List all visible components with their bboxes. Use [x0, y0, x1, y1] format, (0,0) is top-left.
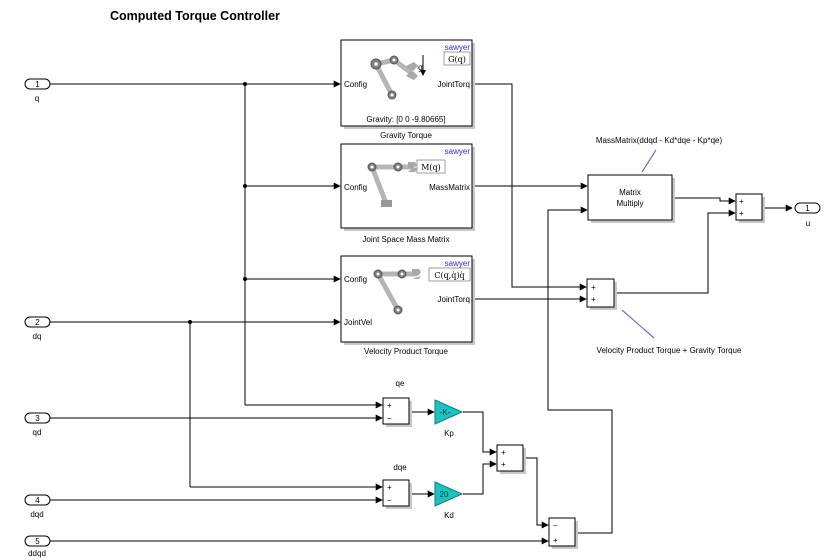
- port-jointtorq: JointTorq: [438, 80, 470, 89]
- svg-text:4: 4: [35, 496, 40, 505]
- svg-text:−: −: [553, 521, 558, 530]
- sum-dqe[interactable]: + − dqe: [382, 463, 412, 509]
- port-config: Config: [344, 275, 367, 284]
- sum-output[interactable]: + +: [735, 193, 765, 223]
- inport-dqd[interactable]: 4 dqd: [24, 494, 51, 519]
- gain-label: Kp: [444, 429, 454, 438]
- mass-matrix-block[interactable]: sawyer M(q) Config MassMatrix Joint Spac…: [340, 143, 475, 244]
- brand-label: sawyer: [445, 259, 471, 268]
- port-massmatrix: MassMatrix: [429, 183, 470, 192]
- svg-text:+: +: [387, 401, 392, 410]
- svg-text:Matrix: Matrix: [619, 188, 641, 197]
- svg-text:+: +: [591, 295, 596, 304]
- svg-text:Velocity Product Torque + Grav: Velocity Product Torque + Gravity Torque: [597, 346, 742, 355]
- velocity-product-block[interactable]: sawyer C(q,q̇)q̇ Config JointVel JointTo…: [340, 255, 475, 356]
- gravity-torque-block[interactable]: sawyer G(q) g Config JointTorq Gravity: …: [340, 39, 475, 140]
- signal-lines: [50, 80, 793, 545]
- svg-text:−: −: [387, 414, 392, 423]
- matrix-multiply-block[interactable]: Matrix Multiply: [587, 174, 675, 223]
- inport-label: q: [35, 94, 39, 103]
- sum-acceleration[interactable]: − +: [548, 517, 578, 549]
- robot-arm-icon: [373, 269, 421, 315]
- port-config: Config: [344, 183, 367, 192]
- svg-text:2: 2: [35, 318, 40, 327]
- svg-text:1: 1: [805, 204, 810, 213]
- gain-label: Kd: [444, 511, 454, 520]
- gain-kd[interactable]: 20 Kd: [434, 481, 464, 520]
- inport-label: qd: [33, 428, 42, 437]
- diagram-title: Computed Torque Controller: [110, 9, 280, 23]
- svg-text:+: +: [501, 460, 506, 469]
- inport-qd[interactable]: 3 qd: [24, 412, 51, 437]
- svg-text:MassMatrix(ddqd - Kd*dqe - Kp: MassMatrix(ddqd - Kd*dqe - Kp*qe): [596, 136, 723, 145]
- svg-text:+: +: [739, 197, 744, 206]
- svg-text:−: −: [387, 496, 392, 505]
- annotation-velocity-gravity: Velocity Product Torque + Gravity Torque: [597, 309, 742, 355]
- block-symbol: C(q,q̇)q̇: [434, 271, 464, 280]
- svg-text:+: +: [739, 209, 744, 218]
- svg-text:Multiply: Multiply: [616, 199, 643, 208]
- inport-dq[interactable]: 2 dq: [24, 316, 51, 341]
- block-caption: Velocity Product Torque: [364, 347, 448, 356]
- signal-label-dqe: dqe: [393, 463, 407, 472]
- robot-arm-icon: [370, 55, 418, 100]
- block-symbol: M(q): [421, 163, 441, 172]
- port-jointtorq: JointTorq: [438, 295, 470, 304]
- inport-label: dq: [33, 332, 42, 341]
- robot-arm-icon: [367, 162, 417, 207]
- svg-text:3: 3: [35, 414, 40, 423]
- svg-text:1: 1: [35, 80, 40, 89]
- svg-text:+: +: [553, 536, 558, 545]
- brand-label: sawyer: [445, 43, 471, 52]
- outport-label: u: [806, 219, 810, 228]
- gain-kp[interactable]: -K- Kp: [434, 399, 464, 438]
- block-caption: Joint Space Mass Matrix: [362, 235, 449, 244]
- signal-label-qe: qe: [396, 379, 405, 388]
- inport-q[interactable]: 1 q: [24, 78, 51, 103]
- svg-text:+: +: [501, 448, 506, 457]
- gain-value: 20: [440, 490, 449, 499]
- outport-u[interactable]: 1 u: [794, 202, 821, 228]
- svg-text:+: +: [591, 283, 596, 292]
- sum-gains[interactable]: + +: [496, 444, 526, 474]
- svg-text:+: +: [387, 483, 392, 492]
- gravity-g-label: g: [418, 63, 423, 72]
- brand-label: sawyer: [445, 147, 471, 156]
- svg-text:5: 5: [35, 537, 40, 546]
- block-symbol: G(q): [448, 55, 466, 64]
- block-parameter: Gravity: [0 0 -9.80665]: [366, 115, 445, 124]
- port-jointvel: JointVel: [344, 318, 372, 327]
- gain-value: -K-: [440, 408, 451, 417]
- port-config: Config: [344, 80, 367, 89]
- branch-points: [188, 82, 247, 324]
- sum-velocity-gravity[interactable]: + +: [586, 278, 617, 310]
- inport-ddqd[interactable]: 5 ddqd: [24, 535, 51, 558]
- annotation-mass-expression: MassMatrix(ddqd - Kd*dqe - Kp*qe): [596, 136, 723, 173]
- inport-label: ddqd: [28, 549, 46, 558]
- gravity-arrow-icon: [420, 55, 426, 76]
- sum-qe[interactable]: + − qe: [382, 379, 412, 427]
- block-caption: Gravity Torque: [380, 131, 432, 140]
- inport-label: dqd: [30, 510, 43, 519]
